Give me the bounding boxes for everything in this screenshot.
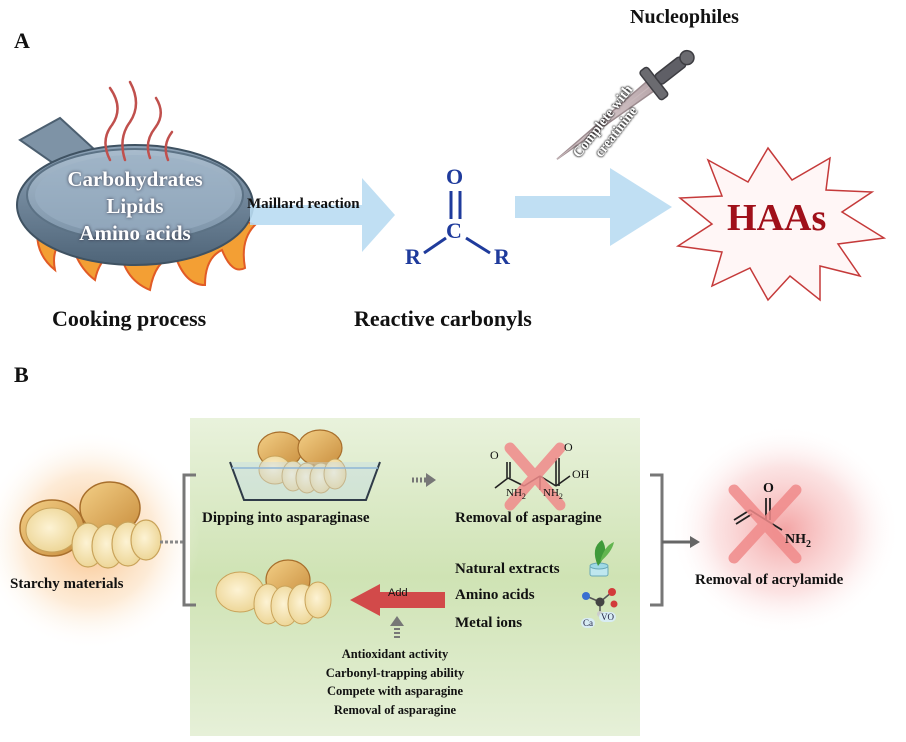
sword-icon bbox=[556, 49, 695, 160]
acrylamide-nh2-label: NH2 bbox=[785, 532, 811, 550]
plant-extract-icon bbox=[589, 540, 614, 577]
asparagine-nh2-left: NH2 bbox=[506, 487, 526, 501]
acrylamide-o-label: O bbox=[763, 481, 774, 496]
add-arrow bbox=[350, 584, 445, 616]
panel-a-label: A bbox=[14, 28, 30, 53]
asparagine-o-label: O bbox=[490, 448, 499, 462]
asparagine-cross-icon bbox=[504, 442, 566, 511]
asn-nh-left-text: NH bbox=[506, 487, 522, 499]
starchy-potatoes-icon bbox=[19, 481, 162, 569]
mechanism-antioxidant: Antioxidant activity bbox=[341, 647, 449, 661]
removal-of-asparagine-label: Removal of asparagine bbox=[455, 510, 602, 526]
mechanism-compete-asparagine: Compete with asparagine bbox=[326, 684, 464, 698]
ion-ca-text: Ca bbox=[583, 618, 593, 628]
right-bracket bbox=[650, 473, 664, 607]
ion-vo-chip: VO bbox=[599, 612, 616, 622]
reactive-carbonyls-label: Reactive carbonyls bbox=[354, 306, 532, 331]
mechanism-up-arrow bbox=[390, 616, 404, 638]
carbonyl-r-left: R bbox=[405, 244, 421, 269]
ion-vo-text: VO bbox=[601, 612, 614, 622]
asparagine-o-top: O bbox=[564, 440, 573, 454]
additive-natural-extracts: Natural extracts bbox=[455, 561, 560, 577]
carbonyl-structure bbox=[423, 191, 491, 255]
dipping-to-removal-arrow bbox=[412, 473, 436, 487]
treated-potatoes-icon bbox=[215, 559, 332, 627]
haas-label: HAAs bbox=[727, 197, 827, 239]
cooking-process-label: Cooking process bbox=[52, 306, 207, 331]
ion-ca-chip: Ca bbox=[581, 618, 595, 628]
maillard-arrow bbox=[250, 178, 395, 252]
haas-starburst bbox=[675, 146, 887, 302]
starchy-materials-label: Starchy materials bbox=[10, 576, 124, 592]
acrylamide-nh-sub: 2 bbox=[806, 538, 811, 550]
pan-line-lipids: Lipids bbox=[106, 194, 164, 218]
right-output-arrow bbox=[662, 536, 700, 548]
left-bracket bbox=[182, 473, 196, 607]
asparagine-oh-label: OH bbox=[572, 467, 590, 481]
asn-nh-right-sub: 2 bbox=[558, 492, 563, 502]
haas-arrow bbox=[515, 168, 672, 246]
nucleophiles-label: Nucleophiles bbox=[630, 6, 739, 28]
frying-pan-illustration bbox=[16, 80, 257, 292]
acrylamide-glow bbox=[670, 425, 900, 635]
pan-ingredients: Carbohydrates Lipids Amino acids bbox=[45, 166, 225, 247]
pan-line-amino-acids: Amino acids bbox=[79, 221, 191, 245]
additive-amino-acids: Amino acids bbox=[455, 587, 535, 603]
dipping-label: Dipping into asparaginase bbox=[202, 510, 370, 526]
acrylamide-structure bbox=[728, 484, 802, 564]
mechanism-carbonyl-trapping: Carbonyl-trapping ability bbox=[325, 665, 465, 680]
removal-of-acrylamide-label: Removal of acrylamide bbox=[695, 572, 844, 588]
add-label: Add bbox=[388, 587, 408, 599]
dipping-bowl-icon bbox=[229, 429, 381, 501]
panel-b-label: B bbox=[14, 362, 29, 387]
pan-line-carbohydrates: Carbohydrates bbox=[67, 167, 203, 191]
mechanism-removal-asparagine: Removal of asparagine bbox=[333, 702, 457, 717]
asn-nh-right-text: NH bbox=[543, 487, 559, 499]
carbonyl-oxygen: O bbox=[446, 164, 464, 189]
acrylamide-nh-text: NH bbox=[785, 532, 806, 547]
asn-nh-left-sub: 2 bbox=[521, 492, 526, 502]
additive-metal-ions: Metal ions bbox=[455, 615, 523, 631]
carbonyl-r-right: R bbox=[494, 244, 510, 269]
asparagine-nh2-right: NH2 bbox=[543, 487, 563, 501]
maillard-reaction-label: Maillard reaction bbox=[247, 196, 360, 212]
carbonyl-carbon: C bbox=[446, 218, 462, 243]
mechanism-list: Antioxidant activity Carbonyl-trapping a… bbox=[295, 645, 495, 719]
